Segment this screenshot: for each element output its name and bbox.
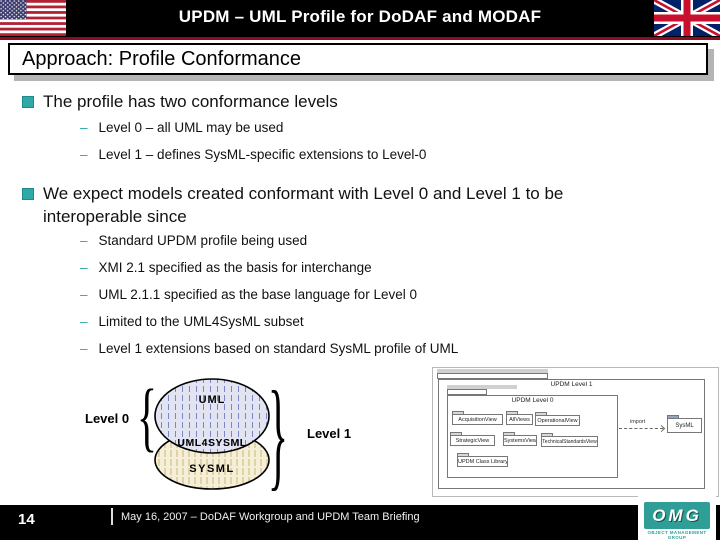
level0-brace: { [137, 372, 157, 459]
level1-brace: } [268, 370, 288, 498]
updm-level1-package-tab [437, 373, 548, 379]
us-flag-icon [0, 0, 66, 36]
dash-bullet-icon: – [80, 287, 88, 302]
sub-bullet-text: Limited to the UML4SysML subset [98, 314, 304, 329]
sub-bullet-text: Level 1 extensions based on standard Sys… [98, 341, 459, 356]
package-tab [457, 453, 469, 456]
footer-divider [111, 508, 113, 525]
package-tab [450, 432, 462, 435]
import-label: import [630, 419, 646, 425]
package-technicalstandardsview: TechnicalStandardsView [541, 433, 598, 447]
package-label: SystemsView [503, 435, 537, 446]
sub-bullet-text: UML 2.1.1 specified as the base language… [98, 287, 417, 302]
package-operationalview: OperationalView [535, 412, 580, 426]
uml-label: UML [199, 394, 226, 406]
package-updm-class-library: UPDM Class Library [457, 453, 508, 467]
omg-logo-subtext: OBJECT MANAGEMENT GROUP [647, 530, 707, 540]
bullet-text: We expect models created conformant with… [43, 184, 564, 226]
package-sysml-external: SysML [667, 415, 702, 433]
sub-bullet-item: – Level 1 – defines SysML-specific exten… [80, 147, 426, 162]
header-bar: UPDM – UML Profile for DoDAF and MODAF [0, 0, 720, 40]
package-label: StrategicView [450, 435, 495, 446]
package-label: TechnicalStandardsView [541, 436, 598, 447]
header-accent-rule [0, 37, 720, 40]
level1-label: Level 1 [307, 426, 352, 441]
sub-bullet-item: – Level 1 extensions based on standard S… [80, 341, 458, 356]
bullet-item: The profile has two conformance levels [22, 91, 338, 114]
package-label: UPDM Class Library [457, 456, 508, 467]
dash-bullet-icon: – [80, 120, 88, 135]
package-diagram: UPDM Level 1 UPDM Level 0 AcquisitionVie… [432, 367, 719, 497]
dash-bullet-icon: – [80, 314, 88, 329]
slide-title-box: Approach: Profile Conformance [8, 43, 708, 75]
package-tab [503, 432, 515, 435]
page-number: 14 [18, 511, 35, 528]
bullet-text: The profile has two conformance levels [43, 92, 338, 111]
sub-bullet-item: – Standard UPDM profile being used [80, 233, 307, 248]
sub-bullet-item: – Limited to the UML4SysML subset [80, 314, 304, 329]
sub-bullet-text: Standard UPDM profile being used [98, 233, 308, 248]
diagram-toolbar-fragment [437, 369, 548, 373]
updm-level0-label: UPDM Level 0 [511, 397, 554, 404]
slide-title: Approach: Profile Conformance [22, 48, 302, 70]
level0-label: Level 0 [85, 411, 130, 426]
footer-caption: May 16, 2007 – DoDAF Workgroup and UPDM … [121, 511, 420, 523]
square-bullet-icon [22, 188, 34, 200]
omg-logo-text: OMG [652, 505, 702, 525]
package-tab [541, 433, 553, 436]
package-tab [506, 411, 518, 414]
omg-logo-box: OMG OBJECT MANAGEMENT GROUP [638, 494, 716, 540]
sub-bullet-item: – Level 0 – all UML may be used [80, 120, 283, 135]
sysml-label: SYSML [189, 463, 234, 475]
package-strategicview: StrategicView [450, 432, 495, 446]
package-label: AcquisitionView [452, 414, 503, 425]
svg-text:}: } [268, 370, 288, 498]
updm-level0-package-tab [447, 389, 487, 395]
package-allviews: AllViews [506, 411, 533, 425]
uml-ellipse [154, 378, 270, 454]
package-acquisitionview: AcquisitionView [452, 411, 503, 425]
footer-bar [0, 505, 720, 540]
package-label: OperationalView [535, 415, 580, 426]
package-tab [452, 411, 464, 414]
dash-bullet-icon: – [80, 147, 88, 162]
omg-logo: OMG [644, 502, 710, 529]
sub-bullet-text: Level 1 – defines SysML-specific extensi… [98, 147, 427, 162]
package-label: SysML [667, 418, 702, 433]
import-dependency-arrow [619, 428, 663, 429]
sub-bullet-text: Level 0 – all UML may be used [98, 120, 284, 135]
updm-level1-label: UPDM Level 1 [550, 381, 593, 388]
sub-bullet-item: – UML 2.1.1 specified as the base langua… [80, 287, 417, 302]
svg-text:{: { [137, 372, 157, 459]
square-bullet-icon [22, 96, 34, 108]
overlap-label: UML4SYSML [177, 437, 246, 449]
package-tab [535, 412, 547, 415]
dash-bullet-icon: – [80, 260, 88, 275]
dash-bullet-icon: – [80, 341, 88, 356]
package-systemsview: SystemsView [503, 432, 537, 446]
venn-diagram: UML UML4SYSML SYSML { } [137, 370, 288, 498]
sub-bullet-item: – XMI 2.1 specified as the basis for int… [80, 260, 372, 275]
diagram-toolbar-fragment [447, 385, 517, 389]
sub-bullet-text: XMI 2.1 specified as the basis for inter… [98, 260, 372, 275]
slide-header-title: UPDM – UML Profile for DoDAF and MODAF [178, 7, 542, 26]
package-tab [667, 415, 679, 418]
uk-flag-icon [652, 0, 720, 40]
bullet-item: We expect models created conformant with… [22, 183, 622, 229]
dash-bullet-icon: – [80, 233, 88, 248]
package-label: AllViews [506, 414, 533, 425]
